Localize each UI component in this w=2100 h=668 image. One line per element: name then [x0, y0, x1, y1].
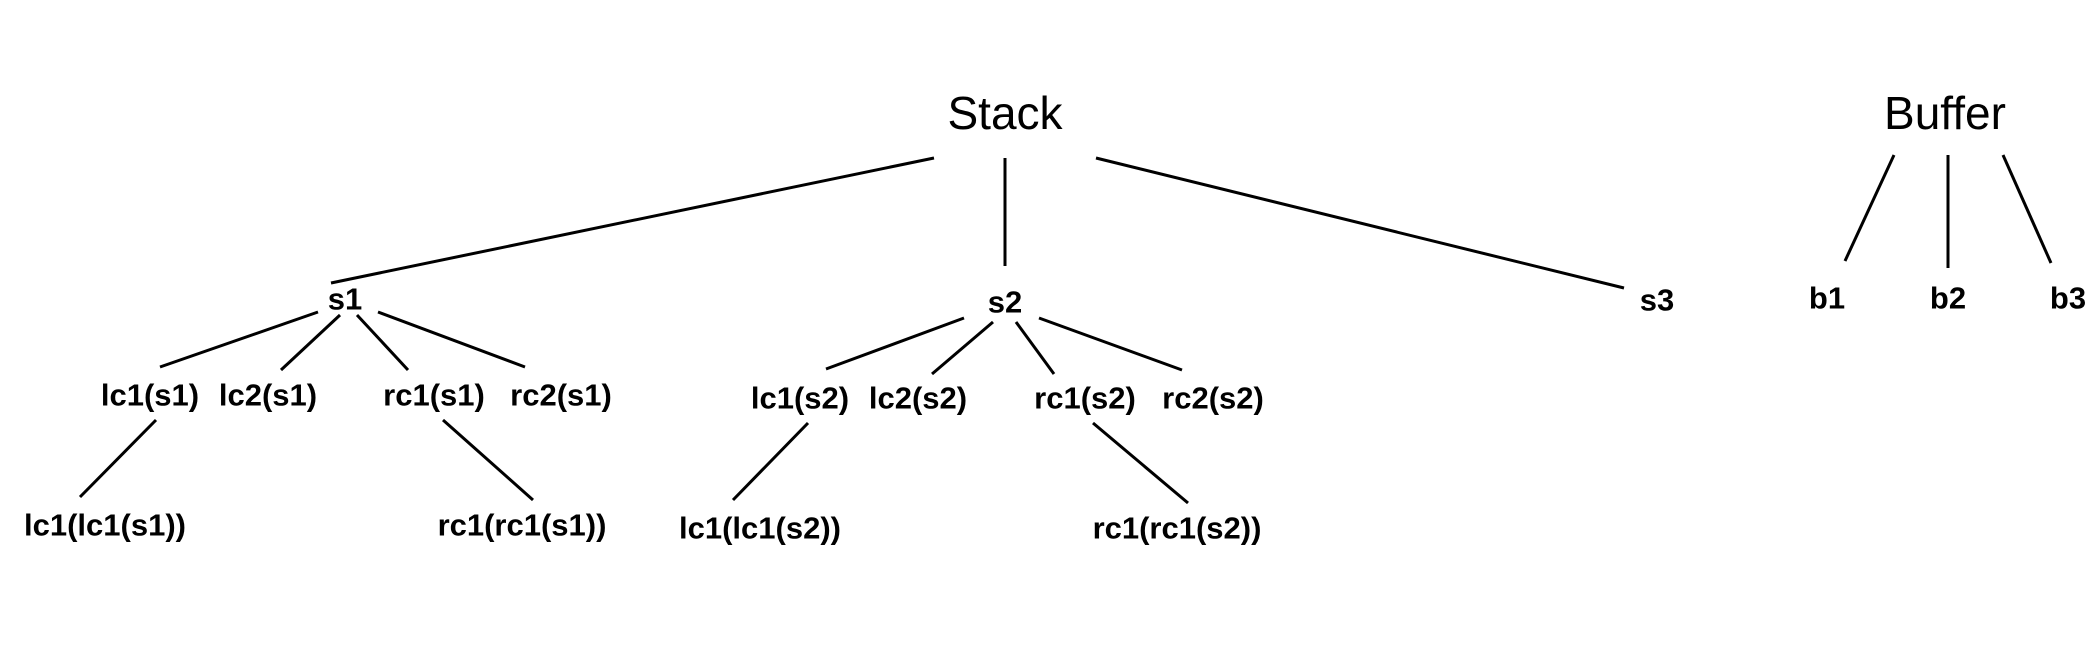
node-rc2-s1: rc2(s1) — [510, 377, 612, 413]
edge-rc1s2-rc1rc1s2 — [1092, 421, 1189, 505]
node-rc2-s2: rc2(s2) — [1162, 380, 1264, 416]
edge-s1-lc2 — [279, 313, 342, 372]
node-b2: b2 — [1929, 280, 1967, 316]
node-rc1-s2: rc1(s2) — [1034, 380, 1136, 416]
edge-s2-lc1 — [825, 316, 965, 371]
edge-buffer-b3 — [2001, 154, 2053, 264]
edge-s2-rc1 — [1014, 321, 1056, 375]
node-stack-root: Stack — [947, 87, 1063, 139]
edge-s1-rc1 — [355, 313, 410, 372]
node-lc2-s2: lc2(s2) — [868, 380, 968, 416]
edge-buffer-b1 — [1843, 154, 1896, 262]
node-lc2-s1: lc2(s1) — [218, 377, 318, 413]
node-buffer-root: Buffer — [1884, 87, 2006, 139]
node-lc1-s2: lc1(s2) — [750, 380, 850, 416]
edge-s2-rc2 — [1038, 316, 1183, 372]
node-b3: b3 — [2049, 280, 2087, 316]
edge-stack-s1 — [330, 156, 935, 285]
node-rc1-s1: rc1(s1) — [383, 377, 485, 413]
edge-s1-lc1 — [159, 310, 319, 369]
node-lc1-lc1-s2: lc1(lc1(s2)) — [679, 510, 841, 546]
edge-s2-lc2 — [931, 320, 994, 376]
node-rc1-rc1-s1: rc1(rc1(s1)) — [437, 507, 607, 543]
edge-lc1s1-lc1lc1s1 — [78, 418, 158, 499]
node-rc1-rc1-s2: rc1(rc1(s2)) — [1092, 510, 1262, 546]
node-b1: b1 — [1808, 280, 1846, 316]
edge-s1-rc2 — [377, 310, 526, 369]
node-s3: s3 — [1639, 282, 1675, 318]
edge-stack-s3 — [1095, 156, 1625, 290]
node-lc1-lc1-s1: lc1(lc1(s1)) — [24, 507, 186, 543]
node-s2: s2 — [987, 284, 1023, 320]
node-s1: s1 — [327, 281, 363, 317]
edge-rc1s1-rc1rc1s1 — [442, 418, 534, 502]
edge-lc1s2-lc1lc1s2 — [731, 421, 810, 502]
node-lc1-s1: lc1(s1) — [100, 377, 200, 413]
